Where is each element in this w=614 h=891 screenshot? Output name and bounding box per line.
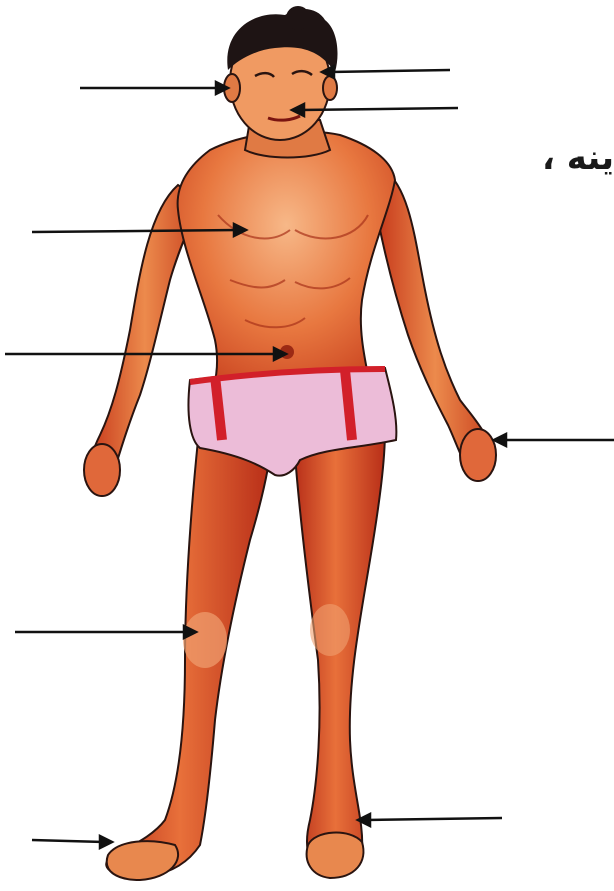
right-knee xyxy=(310,604,350,656)
pointer-toes-arrowhead xyxy=(100,836,112,848)
left-foot xyxy=(107,841,178,880)
pointer-eye xyxy=(330,70,450,72)
shorts-stripe-right xyxy=(345,370,352,440)
partial-caption: ینه ، xyxy=(542,138,614,178)
right-hand xyxy=(460,429,496,481)
pointer-toes xyxy=(32,840,104,842)
left-knee xyxy=(183,612,227,668)
left-leg xyxy=(106,440,270,877)
torso xyxy=(178,131,395,400)
shorts-stripe-left xyxy=(215,376,222,440)
pointer-ankle xyxy=(366,818,502,820)
pointer-hand-arrowhead xyxy=(494,434,506,446)
hair-tuft xyxy=(286,6,310,30)
left-hand xyxy=(84,444,120,496)
right-foot xyxy=(307,833,364,878)
